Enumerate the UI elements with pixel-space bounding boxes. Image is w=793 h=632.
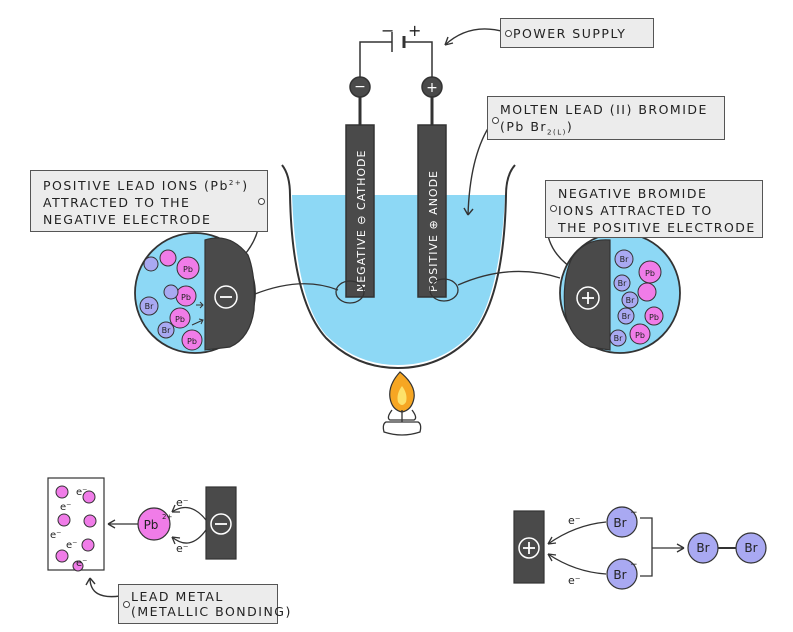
battery-minus: − — [381, 21, 394, 40]
cathode-label: NEGATIVE ⊖ CATHODE — [355, 150, 368, 292]
svg-text:−: − — [354, 79, 366, 95]
molten-liquid — [292, 195, 505, 365]
pos-ions-line3: NEGATIVE ELECTRODE — [43, 212, 212, 228]
zoom-spot-cathode — [335, 280, 365, 304]
br-ion — [139, 256, 179, 339]
wire-cathode — [359, 41, 392, 77]
svg-text:Br: Br — [162, 326, 171, 335]
neg-ions-line2: IONS ATTRACTED TO — [558, 203, 713, 218]
battery-symbol — [391, 32, 406, 52]
svg-text:Pb: Pb — [183, 265, 193, 274]
cathode-note-diagram: e⁻ e⁻ e⁻ e⁻ e⁻ Pb 2+ e⁻ e⁻ — [47, 477, 237, 572]
lead-metal-label: LEAD METAL (METALLIC BONDING) — [118, 584, 292, 624]
pos-ions-line1: POSITIVE LEAD IONS (Pb2+) — [43, 178, 249, 194]
svg-text:Br: Br — [696, 541, 709, 555]
svg-text:e⁻: e⁻ — [568, 514, 581, 527]
power-supply-text: POWER SUPPLY — [513, 26, 627, 41]
svg-text:−: − — [630, 560, 638, 570]
svg-text:Br: Br — [622, 312, 631, 321]
svg-text:Pb: Pb — [181, 293, 191, 302]
svg-text:−: − — [630, 508, 638, 518]
arrow-power-supply — [444, 28, 506, 46]
anode-label: POSITIVE ⊕ ANODE — [427, 170, 440, 292]
svg-text:Br: Br — [145, 302, 154, 311]
svg-text:Br: Br — [618, 279, 627, 288]
bunsen-burner — [382, 371, 422, 436]
lead-metal-line1: LEAD METAL — [131, 589, 224, 604]
svg-text:Br: Br — [744, 541, 757, 555]
svg-text:Pb: Pb — [175, 315, 185, 324]
svg-text:e⁻: e⁻ — [176, 542, 189, 555]
battery-plus: + — [408, 21, 421, 40]
zoom-line-cathode — [249, 283, 339, 297]
svg-text:+: + — [426, 80, 438, 96]
neg-ions-line1: NEGATIVE BROMIDE — [558, 186, 708, 201]
svg-text:Br: Br — [614, 334, 623, 343]
svg-text:e⁻: e⁻ — [176, 496, 189, 509]
zoom-line-anode — [457, 270, 561, 286]
pb-ion — [159, 249, 203, 351]
svg-text:Pb: Pb — [187, 337, 197, 346]
molten-line1: MOLTEN LEAD (II) BROMIDE — [500, 102, 708, 117]
negative-ions-label: NEGATIVE BROMIDE IONS ATTRACTED TO THE P… — [545, 180, 763, 238]
svg-text:Br: Br — [620, 255, 629, 264]
svg-text:Pb: Pb — [144, 518, 159, 532]
anode-electrode: + — [417, 76, 447, 298]
cathode-electrode: − — [345, 76, 375, 298]
positive-ions-label: POSITIVE LEAD IONS (Pb2+) ATTRACTED TO T… — [30, 170, 268, 232]
zoom-spot-anode — [429, 278, 459, 302]
svg-text:e⁻: e⁻ — [76, 558, 87, 569]
svg-text:e⁻: e⁻ — [50, 530, 61, 541]
power-supply-label: POWER SUPPLY — [500, 18, 654, 48]
svg-text:Pb: Pb — [635, 331, 645, 340]
svg-text:e⁻: e⁻ — [60, 502, 71, 513]
svg-text:2+: 2+ — [162, 513, 172, 521]
svg-text:Br: Br — [613, 568, 626, 582]
molten-line2: (Pb Br2(L)) — [500, 119, 574, 137]
pos-ions-line2: ATTRACTED TO THE — [43, 195, 191, 211]
svg-text:Br: Br — [626, 296, 635, 305]
anode-note-diagram: Br Br − − e⁻ e⁻ Br Br — [513, 506, 767, 590]
lead-metal-line2: (METALLIC BONDING) — [131, 604, 292, 619]
svg-text:e⁻: e⁻ — [66, 540, 77, 551]
svg-text:e⁻: e⁻ — [76, 487, 87, 498]
svg-text:Br: Br — [613, 516, 626, 530]
wire-anode — [404, 41, 433, 77]
neg-ions-line3: THE POSITIVE ELECTRODE — [558, 220, 756, 235]
svg-text:e⁻: e⁻ — [568, 574, 581, 587]
molten-label: MOLTEN LEAD (II) BROMIDE (Pb Br2(L)) — [487, 96, 725, 140]
beaker-outline — [281, 164, 516, 370]
arrow-lead-metal — [89, 577, 121, 598]
svg-text:Pb: Pb — [645, 269, 655, 278]
svg-text:Pb: Pb — [649, 313, 659, 322]
